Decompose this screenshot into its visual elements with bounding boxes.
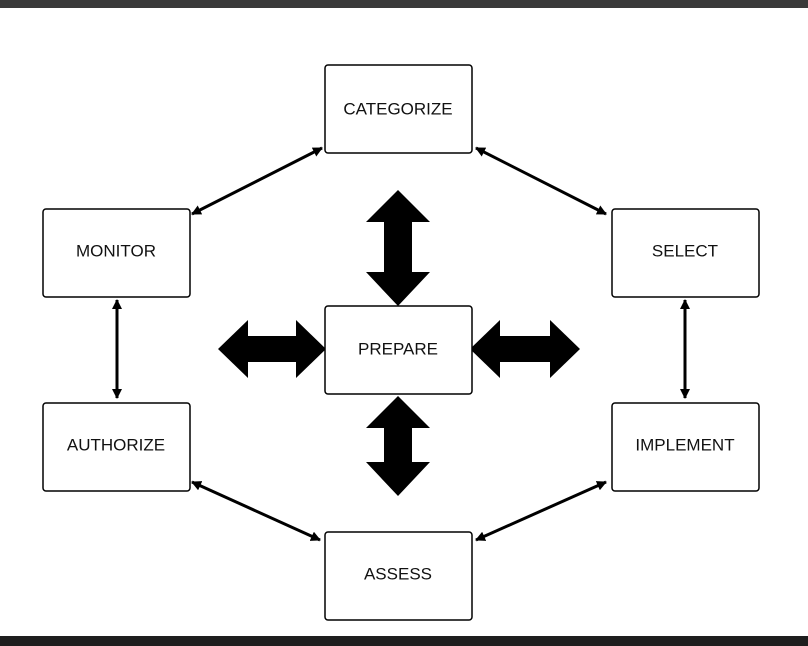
node-monitor: MONITOR (42, 208, 191, 298)
arrow-assess-authorize (191, 480, 321, 542)
block-arrow-left (218, 320, 326, 378)
block-arrow-right (470, 320, 580, 378)
block-arrow-down (366, 396, 430, 496)
window-top-bar (0, 0, 808, 8)
node-label-select: SELECT (652, 241, 718, 260)
node-select: SELECT (611, 208, 760, 298)
node-assess: ASSESS (324, 531, 473, 621)
node-label-prepare: PREPARE (358, 339, 438, 358)
node-label-monitor: MONITOR (76, 241, 156, 260)
node-label-assess: ASSESS (364, 564, 432, 583)
node-authorize: AUTHORIZE (42, 402, 191, 492)
block-arrow-up (366, 190, 430, 306)
node-categorize: CATEGORIZE (324, 64, 473, 154)
window-bottom-bar (0, 636, 808, 646)
arrow-categorize-select (475, 146, 607, 216)
node-implement: IMPLEMENT (611, 402, 760, 492)
node-prepare: PREPARE (324, 305, 473, 395)
node-label-implement: IMPLEMENT (635, 435, 734, 454)
arrow-monitor-categorize (191, 146, 323, 216)
arrow-implement-assess (475, 480, 607, 542)
node-label-authorize: AUTHORIZE (67, 435, 165, 454)
node-label-categorize: CATEGORIZE (343, 99, 452, 118)
